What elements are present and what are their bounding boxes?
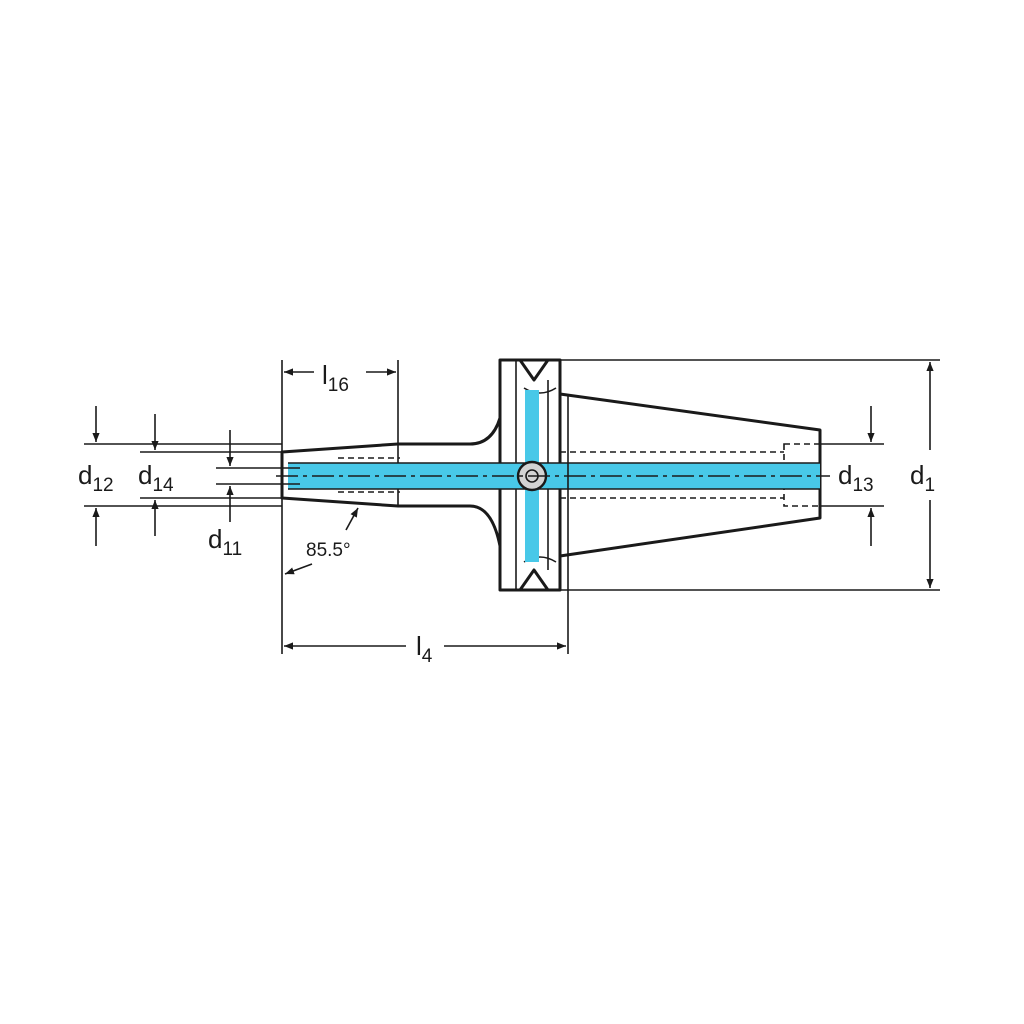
label-d13: d13 <box>838 460 874 496</box>
extension-lines <box>84 359 940 654</box>
flange-groove-top <box>518 359 550 382</box>
label-d14: d14 <box>138 460 174 496</box>
holder-body <box>280 358 822 592</box>
taper <box>558 392 822 558</box>
label-d1: d1 <box>910 460 935 496</box>
dimension-arrows <box>92 362 934 650</box>
label-angle: 85.5° <box>306 540 351 561</box>
label-d11: d11 <box>208 524 242 560</box>
label-l16: l16 <box>322 360 349 396</box>
label-l4: l4 <box>416 631 433 667</box>
flange-groove-bottom <box>518 568 550 591</box>
label-d12: d12 <box>78 460 114 496</box>
coolant-channel <box>288 390 820 562</box>
